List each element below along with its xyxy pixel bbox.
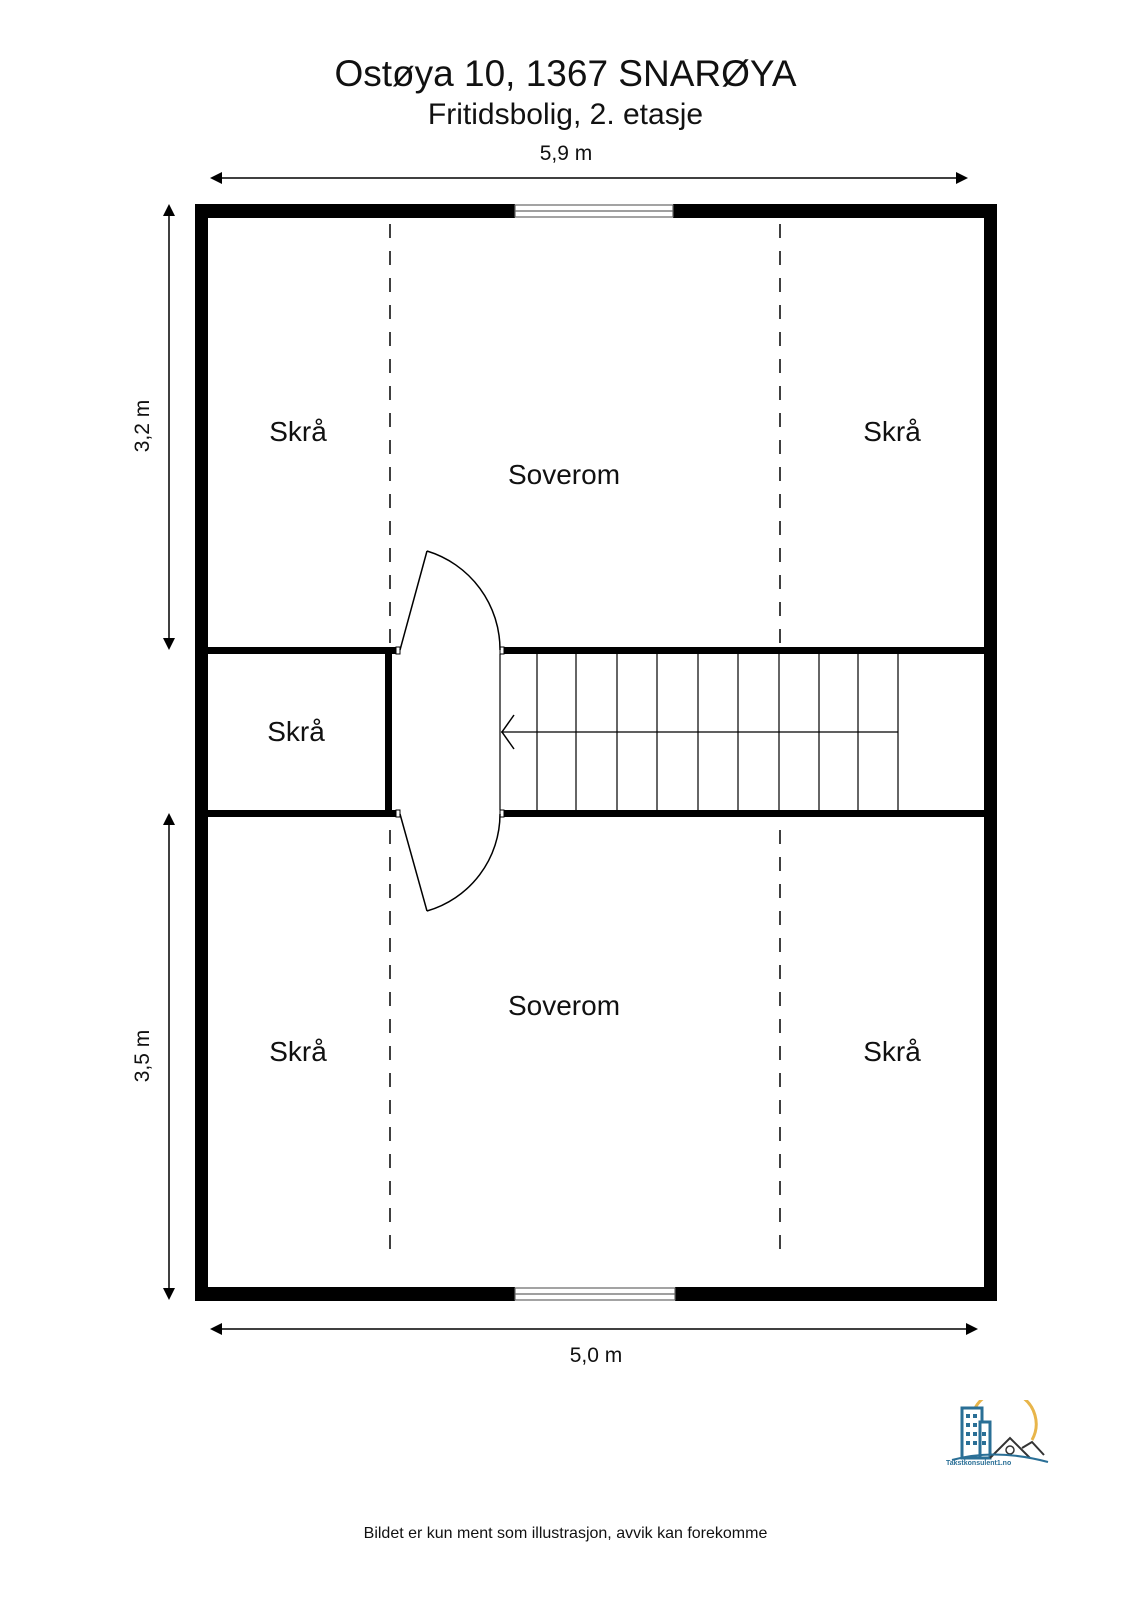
- window-top: [514, 204, 674, 218]
- room-label-skra-top-right: Skrå: [863, 416, 921, 447]
- room-label-skra-bottom-right: Skrå: [863, 1036, 921, 1067]
- dim-label-top: 5,9 m: [539, 142, 593, 165]
- page-title: Ostøya 10, 1367 SNARØYA: [334, 53, 797, 94]
- interior-walls: [208, 647, 984, 817]
- stair-direction-arrow-icon: [501, 714, 515, 750]
- dim-label-bottom: 5,0 m: [569, 1344, 623, 1367]
- outer-walls: [195, 204, 997, 1301]
- staircase: [499, 654, 899, 810]
- door-lower: [399, 813, 501, 912]
- company-logo-text: Takstkonsulent1.no: [946, 1460, 1012, 1467]
- room-label-soverom-bottom: Soverom: [507, 990, 621, 1021]
- door-jambs: [395, 646, 505, 818]
- company-logo-icon: [951, 1400, 1049, 1463]
- slope-lines: [389, 224, 781, 1258]
- door-upper: [399, 550, 501, 651]
- room-label-skra-top-left: Skrå: [269, 416, 327, 447]
- disclaimer: Bildet er kun ment som illustrasjon, avv…: [363, 1525, 768, 1542]
- dim-label-left-upper: 3,2 m: [131, 399, 154, 453]
- page-subtitle: Fritidsbolig, 2. etasje: [427, 98, 704, 131]
- room-label-soverom-top: Soverom: [507, 459, 621, 490]
- dim-label-left-lower: 3,5 m: [131, 1029, 154, 1083]
- window-bottom: [514, 1287, 676, 1301]
- room-label-skra-bottom-left: Skrå: [269, 1036, 327, 1067]
- room-label-skra-middle-left: Skrå: [267, 716, 325, 747]
